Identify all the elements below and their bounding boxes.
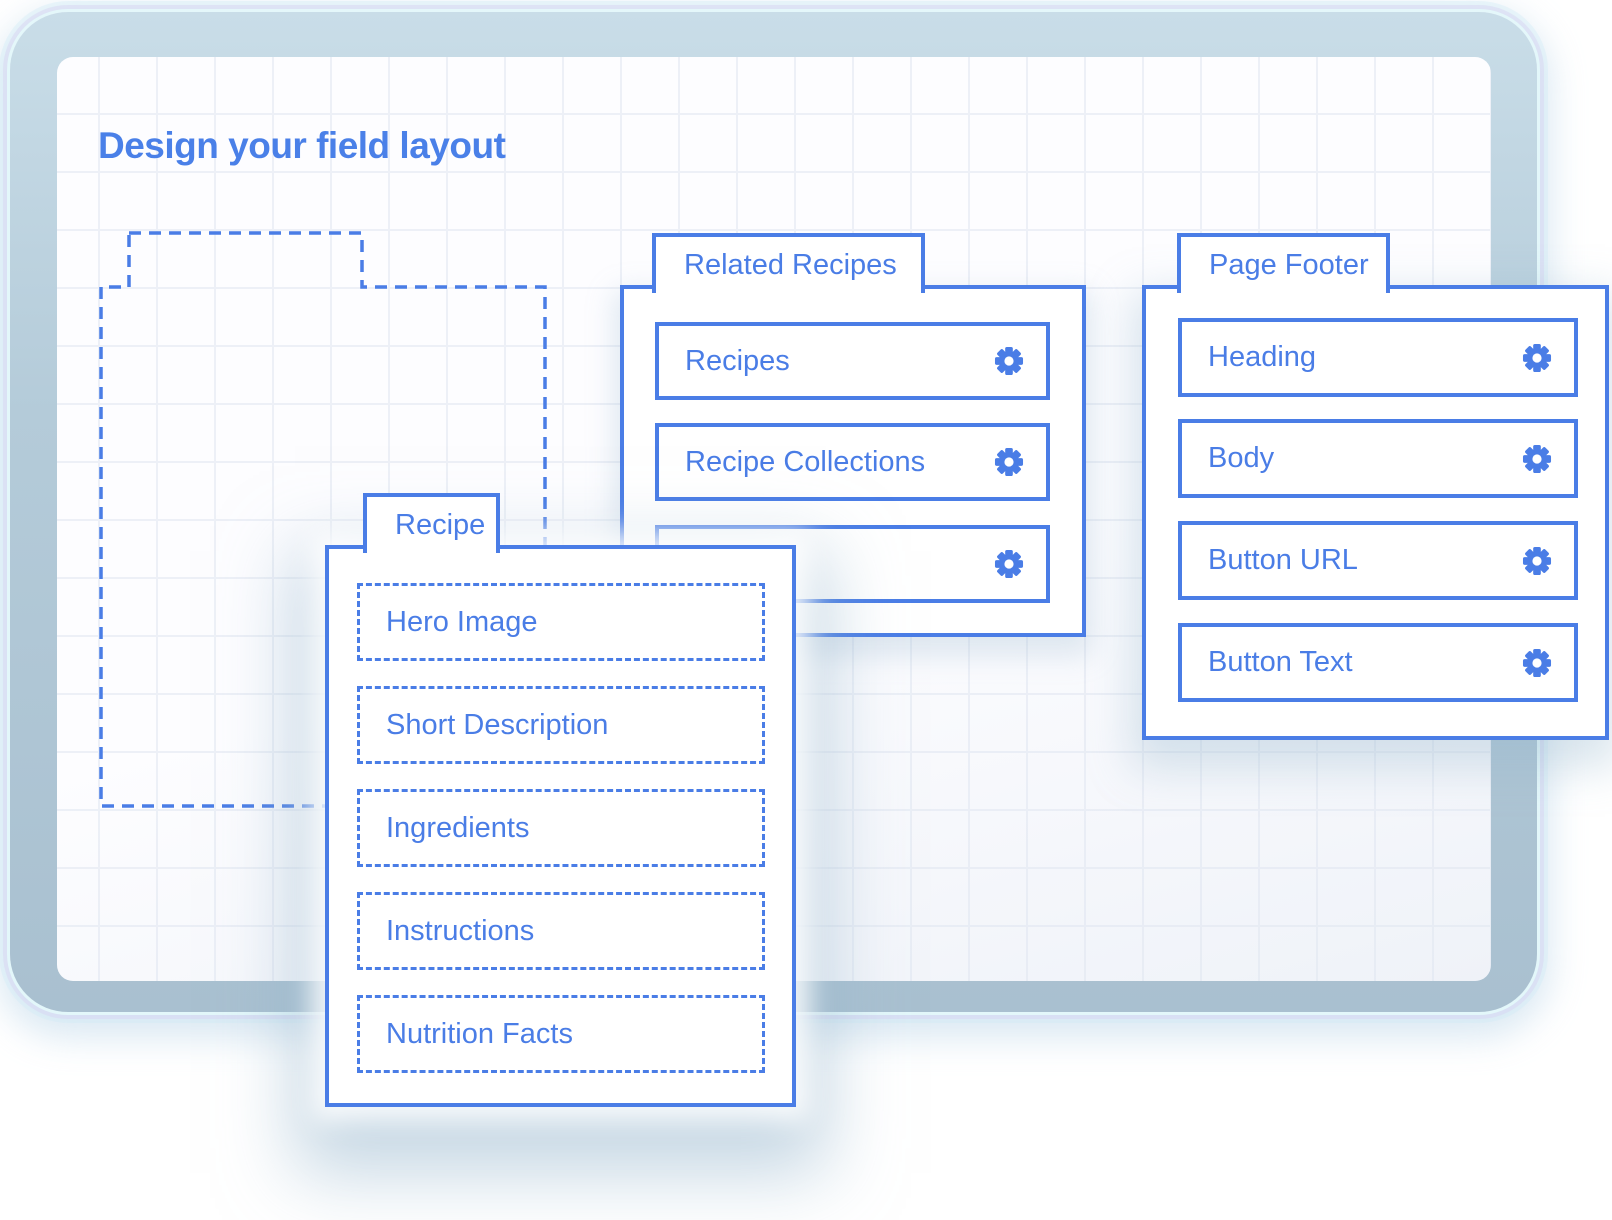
field-label: Ingredients xyxy=(386,811,530,844)
field-slot-hero-image[interactable]: Hero Image xyxy=(357,583,765,661)
group-tab-label: Page Footer xyxy=(1209,248,1369,281)
gear-icon[interactable] xyxy=(992,445,1026,479)
field-row-heading[interactable]: Heading xyxy=(1178,318,1578,397)
group-tab-page-footer[interactable]: Page Footer xyxy=(1177,233,1390,293)
gear-icon[interactable] xyxy=(1520,341,1554,375)
group-tab-recipe[interactable]: Recipe xyxy=(363,493,500,553)
field-label: Recipe Collections xyxy=(685,445,926,478)
field-label: Body xyxy=(1208,442,1275,474)
page-title: Design your field layout xyxy=(98,125,506,166)
field-label: Hero Image xyxy=(386,605,538,638)
field-group-related-recipes[interactable]: Related Recipes Recipes Recipe Collectio… xyxy=(620,233,1086,637)
gear-icon[interactable] xyxy=(992,547,1026,581)
field-label: Button Text xyxy=(1208,646,1353,678)
field-label: Button URL xyxy=(1208,544,1358,576)
field-slot-nutrition-facts[interactable]: Nutrition Facts xyxy=(357,995,765,1073)
gear-icon[interactable] xyxy=(992,344,1026,378)
field-slot-ingredients[interactable]: Ingredients xyxy=(357,789,765,867)
field-row-recipe-collections[interactable]: Recipe Collections xyxy=(655,423,1050,501)
field-label: Heading xyxy=(1208,341,1317,373)
field-group-recipe[interactable]: Recipe Hero Image Short Description Ingr… xyxy=(325,493,796,1107)
group-tab-related-recipes[interactable]: Related Recipes xyxy=(652,233,925,293)
field-row-recipes[interactable]: Recipes xyxy=(655,322,1050,400)
field-slot-instructions[interactable]: Instructions xyxy=(357,892,765,970)
field-slot-short-description[interactable]: Short Description xyxy=(357,686,765,764)
field-group-page-footer[interactable]: Page Footer Heading Body Button URL Butt… xyxy=(1142,233,1609,740)
gear-icon[interactable] xyxy=(1520,544,1554,578)
group-tab-label: Recipe xyxy=(395,508,486,541)
field-label: Nutrition Facts xyxy=(386,1017,573,1050)
field-label: Instructions xyxy=(386,914,535,947)
field-row-body[interactable]: Body xyxy=(1178,419,1578,498)
group-tab-label: Related Recipes xyxy=(684,248,897,281)
field-label: Short Description xyxy=(386,708,609,741)
field-label: Recipes xyxy=(685,344,790,377)
field-row-button-text[interactable]: Button Text xyxy=(1178,623,1578,702)
gear-icon[interactable] xyxy=(1520,646,1554,680)
field-row-button-url[interactable]: Button URL xyxy=(1178,521,1578,600)
gear-icon[interactable] xyxy=(1520,442,1554,476)
